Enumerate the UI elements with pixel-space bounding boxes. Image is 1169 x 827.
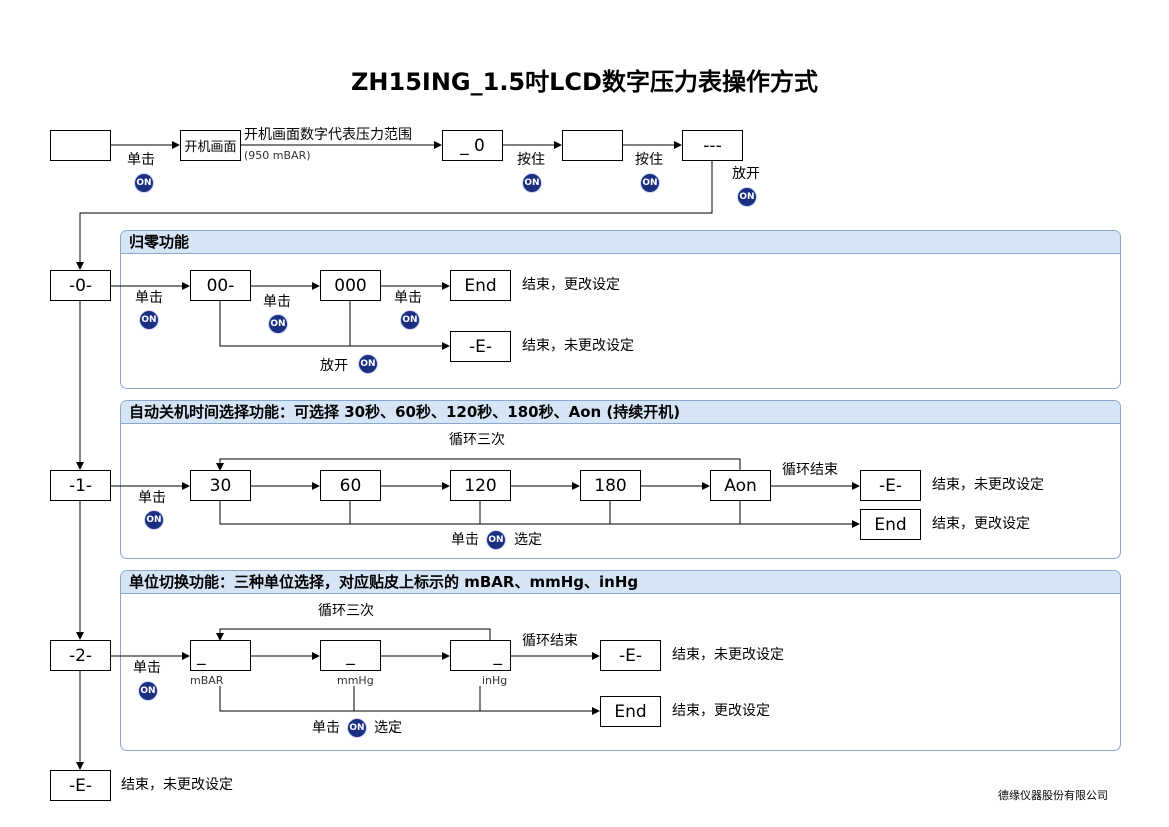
unit-inhg-display: _: [450, 640, 511, 671]
select-label: 选定: [374, 720, 402, 736]
select-label: 选定: [514, 532, 542, 548]
on-button-icon: ON: [737, 187, 757, 207]
zero-reading-display: _ 0: [442, 130, 503, 161]
unit-end-display: End: [600, 696, 661, 727]
end-description: 结束，更改设定: [932, 516, 1030, 532]
mode-exit-box: -E-: [50, 770, 111, 801]
single-press-label: 单击: [135, 290, 163, 306]
auto-off-option-120: 120: [450, 470, 511, 501]
unit-error-display: -E-: [600, 640, 661, 671]
on-button-icon: ON: [268, 314, 288, 334]
diagram-title: ZH15ING_1.5吋LCD数字压力表操作方式: [351, 68, 818, 96]
loop-three-label: 循环三次: [318, 603, 374, 619]
auto-off-option-30: 30: [190, 470, 251, 501]
loop-three-label: 循环三次: [449, 432, 505, 448]
single-press-label: 单击: [127, 152, 155, 168]
zero-step-2-display: 000: [320, 270, 381, 301]
auto-off-option-180: 180: [580, 470, 641, 501]
on-button-icon: ON: [144, 510, 164, 530]
hold-label: 按住: [635, 152, 663, 168]
on-button-icon: ON: [358, 354, 378, 374]
unit-mbar-display: _: [190, 640, 251, 671]
dash-display: ---: [682, 130, 743, 161]
mode-one-box: -1-: [50, 470, 111, 501]
blank-display: [562, 130, 623, 161]
power-off-display: [50, 130, 111, 161]
zero-end-display: End: [450, 270, 511, 301]
error-description: 结束，未更改设定: [522, 338, 634, 354]
on-button-icon: ON: [138, 681, 158, 701]
loop-end-label: 循环结束: [522, 633, 578, 649]
single-press-label: 单击: [263, 294, 291, 310]
auto-off-option-60: 60: [320, 470, 381, 501]
mode-two-box: -2-: [50, 640, 111, 671]
error-description: 结束，未更改设定: [672, 647, 784, 663]
mode-zero-box: -0-: [50, 270, 111, 301]
exit-description: 结束，未更改设定: [121, 777, 233, 793]
single-press-label: 单击: [133, 660, 161, 676]
single-press-label: 单击: [138, 490, 166, 506]
single-press-label: 单击: [451, 532, 479, 548]
zero-error-display: -E-: [450, 331, 511, 362]
zero-panel-header: 归零功能: [121, 231, 1120, 254]
on-button-icon: ON: [640, 173, 660, 193]
unit-mmhg-label: mmHg: [337, 674, 374, 687]
zero-panel: 归零功能: [120, 230, 1121, 389]
single-press-label: 单击: [394, 290, 422, 306]
auto-off-option-aon: Aon: [710, 470, 771, 501]
on-button-icon: ON: [486, 530, 506, 550]
auto-off-end-display: End: [860, 509, 921, 540]
on-button-icon: ON: [134, 173, 154, 193]
single-press-label: 单击: [312, 720, 340, 736]
unit-inhg-label: inHg: [482, 674, 508, 687]
unit-panel-header: 单位切换功能：三种单位选择，对应贴皮上标示的 mBAR、mmHg、inHg: [121, 571, 1120, 594]
on-button-icon: ON: [347, 718, 367, 738]
unit-mmhg-display: _: [320, 640, 381, 671]
error-description: 结束，未更改设定: [932, 477, 1044, 493]
range-value: (950 mBAR): [244, 149, 311, 162]
release-label: 放开: [320, 358, 348, 374]
unit-mbar-label: mBAR: [190, 674, 224, 687]
hold-label: 按住: [517, 152, 545, 168]
on-button-icon: ON: [139, 310, 159, 330]
auto-off-panel-header: 自动关机时间选择功能：可选择 30秒、60秒、120秒、180秒、Aon (持续…: [121, 401, 1120, 424]
end-description: 结束，更改设定: [672, 703, 770, 719]
auto-off-error-display: -E-: [860, 470, 921, 501]
end-description: 结束，更改设定: [522, 277, 620, 293]
on-button-icon: ON: [522, 173, 542, 193]
zero-step-1-display: 00-: [190, 270, 251, 301]
loop-end-label: 循环结束: [782, 462, 838, 478]
boot-screen-display: 开机画面: [180, 130, 241, 161]
release-label: 放开: [732, 166, 760, 182]
company-name: 德缘仪器股份有限公司: [998, 789, 1108, 802]
on-button-icon: ON: [400, 310, 420, 330]
range-description: 开机画面数字代表压力范围: [244, 127, 412, 143]
